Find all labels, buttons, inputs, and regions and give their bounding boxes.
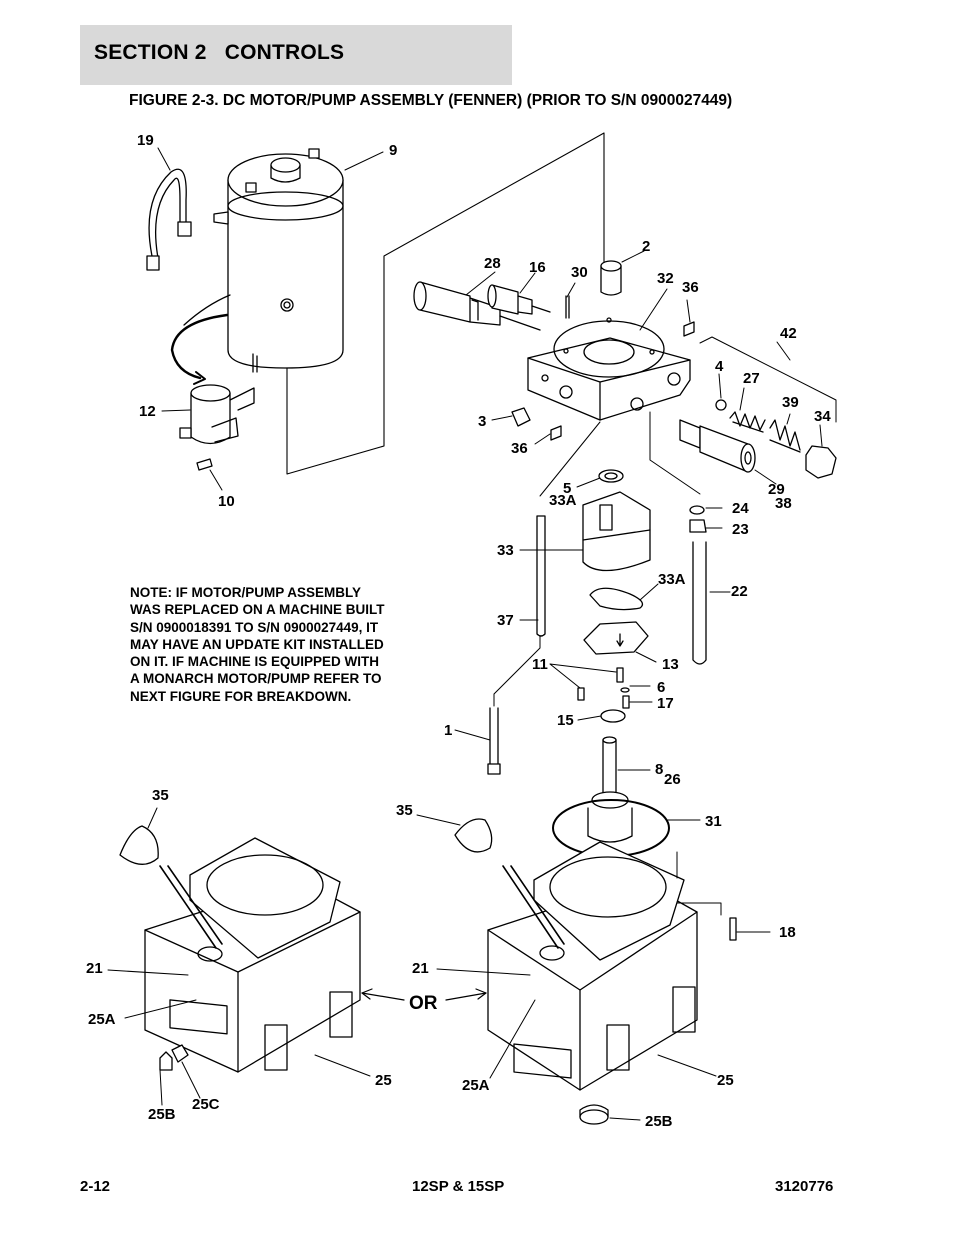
- callout-25A-right: 25A: [462, 1077, 490, 1094]
- note-line: MAY HAVE AN UPDATE KIT INSTALLED: [130, 636, 384, 652]
- callout-29: 29: [768, 481, 785, 498]
- tube-37: [536, 515, 546, 637]
- callout-2: 2: [642, 238, 650, 255]
- callout-15: 15: [557, 712, 574, 729]
- note-line: ON IT. IF MACHINE IS EQUIPPED WITH: [130, 654, 380, 670]
- pump-shaft: [587, 736, 633, 843]
- callout-22: 22: [731, 583, 748, 600]
- callout-5: 5: [563, 480, 571, 497]
- section-header-bar: [80, 25, 512, 85]
- note-line: NEXT FIGURE FOR BREAKDOWN.: [130, 688, 352, 704]
- plug-34: [805, 445, 837, 479]
- callout-30: 30: [571, 264, 588, 281]
- valve-cartridge-16: [487, 284, 551, 315]
- dc-motor: [183, 148, 344, 373]
- cable-assembly: [146, 168, 192, 271]
- leader-lines: [107, 147, 823, 1121]
- spring-27: [729, 411, 766, 433]
- section-title: CONTROLS: [224, 41, 345, 64]
- footer-doc-number: 3120776: [775, 1178, 834, 1195]
- callout-4: 4: [715, 358, 724, 375]
- callout-9: 9: [389, 142, 397, 159]
- note-block: NOTE: IF MOTOR/PUMP ASSEMBLY WAS REPLACE…: [130, 584, 420, 705]
- footer-model: 12SP & 15SP: [412, 1178, 505, 1195]
- fitting-3: [511, 407, 531, 427]
- callout-25-left: 25: [375, 1072, 392, 1089]
- callout-12: 12: [139, 403, 156, 420]
- valve-cartridge-28: [413, 281, 541, 331]
- callout-25C: 25C: [192, 1096, 220, 1113]
- callout-10: 10: [218, 493, 235, 510]
- callout-35-left: 35: [152, 787, 169, 804]
- callout-26: 26: [664, 771, 681, 788]
- note-line: A MONARCH MOTOR/PUMP REFER TO: [130, 671, 382, 687]
- callout-24: 24: [732, 500, 749, 517]
- callout-3: 3: [478, 413, 486, 430]
- note-line: NOTE: IF MOTOR/PUMP ASSEMBLY: [130, 585, 362, 600]
- callout-13: 13: [662, 656, 679, 673]
- spring-39: [769, 419, 801, 453]
- callout-31: 31: [705, 813, 722, 830]
- callout-38: 38: [775, 495, 792, 512]
- section-number: SECTION 2: [94, 41, 207, 64]
- callout-1: 1: [444, 722, 452, 739]
- callout-23: 23: [732, 521, 749, 538]
- gear-pump: [582, 469, 651, 572]
- callout-6: 6: [657, 679, 665, 696]
- callout-28: 28: [484, 255, 501, 272]
- pin-30: [565, 295, 570, 319]
- callout-36-lower: 36: [511, 440, 528, 457]
- callout-27: 27: [743, 370, 760, 387]
- callout-25B-left: 25B: [148, 1106, 176, 1123]
- callout-18: 18: [779, 924, 796, 941]
- section-header: SECTION 2 CONTROLS: [94, 41, 344, 65]
- callout-21-right: 21: [412, 960, 429, 977]
- callout-35-right: 35: [396, 802, 413, 819]
- ball-4: [715, 399, 727, 411]
- callout-34: 34: [814, 408, 831, 425]
- callout-42: 42: [780, 325, 797, 342]
- gasket-33A: [589, 587, 644, 611]
- footer-page-number: 2-12: [80, 1178, 111, 1195]
- callout-25B-right: 25B: [645, 1113, 673, 1130]
- callout-19: 19: [137, 132, 154, 149]
- callout-37: 37: [497, 612, 514, 629]
- pump-manifold: [527, 317, 691, 421]
- callout-11: 11: [532, 656, 548, 673]
- bracket-42: [699, 336, 837, 423]
- solenoid: [179, 384, 255, 471]
- reservoir-left: [119, 825, 361, 1073]
- bolt-1: [487, 707, 501, 775]
- callout-8: 8: [655, 761, 663, 778]
- figure-title: FIGURE 2-3. DC MOTOR/PUMP ASSEMBLY (FENN…: [129, 92, 733, 109]
- coupling: [600, 260, 622, 296]
- callout-21-left: 21: [86, 960, 103, 977]
- callout-25-right: 25: [717, 1072, 734, 1089]
- assembly-arrow: [170, 313, 229, 380]
- callout-33A-lower: 33A: [658, 571, 686, 588]
- callout-16: 16: [529, 259, 546, 276]
- callout-32: 32: [657, 270, 674, 287]
- callout-25A-left: 25A: [88, 1011, 116, 1028]
- tube-22: [692, 541, 707, 665]
- note-line: S/N 0900018391 TO S/N 0900027449, IT: [130, 619, 379, 635]
- reservoir-right: [454, 818, 737, 1125]
- ring-15: [600, 709, 626, 723]
- or-label: OR: [409, 993, 438, 1014]
- callout-17: 17: [657, 695, 674, 712]
- valve-cartridge-29: [679, 419, 756, 473]
- callout-33A-upper: 33A: [549, 492, 577, 509]
- leader-motor-bracket: [286, 132, 605, 475]
- note-line: WAS REPLACED ON A MACHINE BUILT: [130, 602, 385, 618]
- plate-13: [583, 621, 649, 655]
- callout-39: 39: [782, 394, 799, 411]
- callout-36-upper: 36: [682, 279, 699, 296]
- callout-33: 33: [497, 542, 514, 559]
